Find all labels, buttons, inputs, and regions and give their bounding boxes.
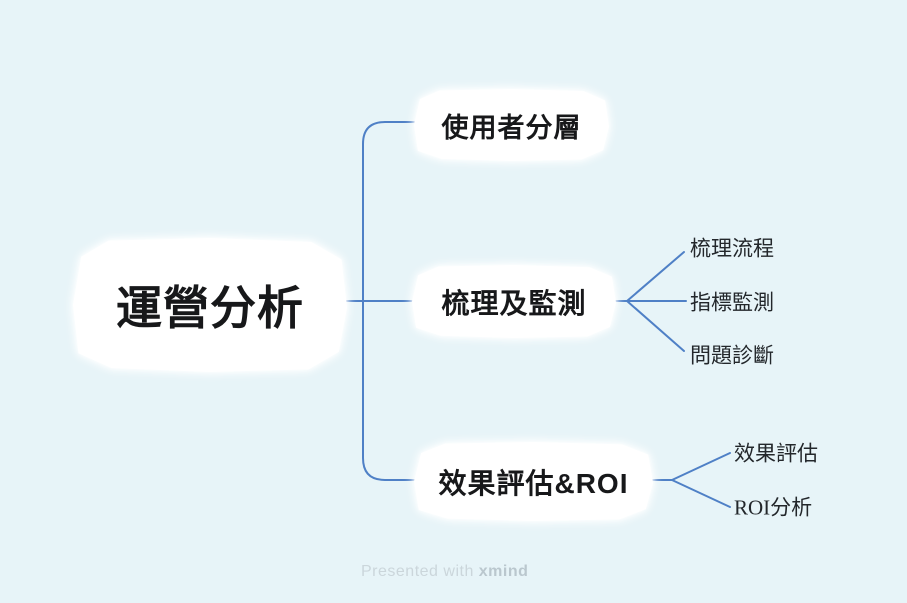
- connector-bracket: [362, 121, 415, 481]
- branch-topic-shape: 效果評估&ROI: [414, 442, 653, 521]
- branch-topic-user-segmentation[interactable]: 使用者分層: [414, 89, 609, 161]
- branch-topic-shape: 梳理及監測: [412, 265, 616, 338]
- subtopic-problem-diagnosis[interactable]: 問題診斷: [690, 343, 774, 368]
- subtopic-metric-monitoring[interactable]: 指標監測: [690, 290, 774, 315]
- branch-topic-roi[interactable]: 效果評估&ROI: [414, 442, 653, 521]
- connector-branch3-child1: [671, 452, 731, 481]
- subtopic-roi-analysis[interactable]: ROI分析: [734, 495, 813, 520]
- subtopic-process-sorting[interactable]: 梳理流程: [690, 236, 774, 261]
- subtopic-effect-evaluation[interactable]: 效果評估: [734, 441, 818, 466]
- branch-topic-label: 梳理及監測: [441, 287, 587, 319]
- connector-branch3-child2: [671, 479, 731, 508]
- root-topic[interactable]: 運營分析: [73, 238, 347, 372]
- root-topic-label: 運營分析: [116, 282, 304, 334]
- watermark-text: Presented with: [361, 563, 479, 580]
- connector-branch2-child3: [626, 300, 685, 352]
- branch-topic-monitoring[interactable]: 梳理及監測: [412, 265, 616, 338]
- watermark: Presented with xmind: [361, 563, 528, 581]
- branch-topic-label: 效果評估&ROI: [438, 467, 629, 499]
- branch-topic-label: 使用者分層: [441, 112, 582, 143]
- watermark-brand: xmind: [478, 563, 529, 580]
- connector-branch2-child1: [626, 251, 685, 302]
- root-topic-shape: 運營分析: [73, 238, 347, 372]
- branch-topic-shape: 使用者分層: [414, 89, 609, 161]
